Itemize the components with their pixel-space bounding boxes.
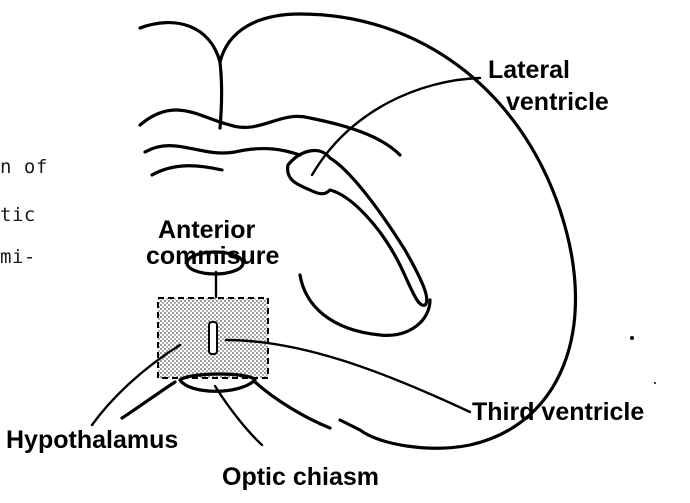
- leader-lateral-ventricle: [312, 78, 480, 175]
- label-third-ventricle: Third ventricle: [472, 398, 644, 426]
- label-optic-chiasm: Optic chiasm: [222, 463, 379, 491]
- interhemispheric-fissure: [220, 62, 222, 128]
- label-hypothalamus: Hypothalamus: [6, 426, 178, 454]
- leader-optic-chiasm: [215, 386, 262, 445]
- third-ventricle-shape: [209, 322, 217, 354]
- optic-tract-right: [255, 382, 330, 428]
- speck-1: [630, 336, 634, 340]
- label-lateral: Lateral: [488, 56, 570, 84]
- corpus-callosum-lower: [145, 146, 300, 155]
- label-anterior: Anterior: [158, 216, 256, 244]
- thalamus-left-edge: [152, 166, 222, 175]
- optic-tract-left: [122, 382, 175, 418]
- label-ventricle: ventricle: [506, 88, 609, 116]
- lateral-ventricle-shape: [288, 151, 427, 306]
- label-commisure: commisure: [146, 242, 279, 270]
- speck-2: [654, 382, 656, 384]
